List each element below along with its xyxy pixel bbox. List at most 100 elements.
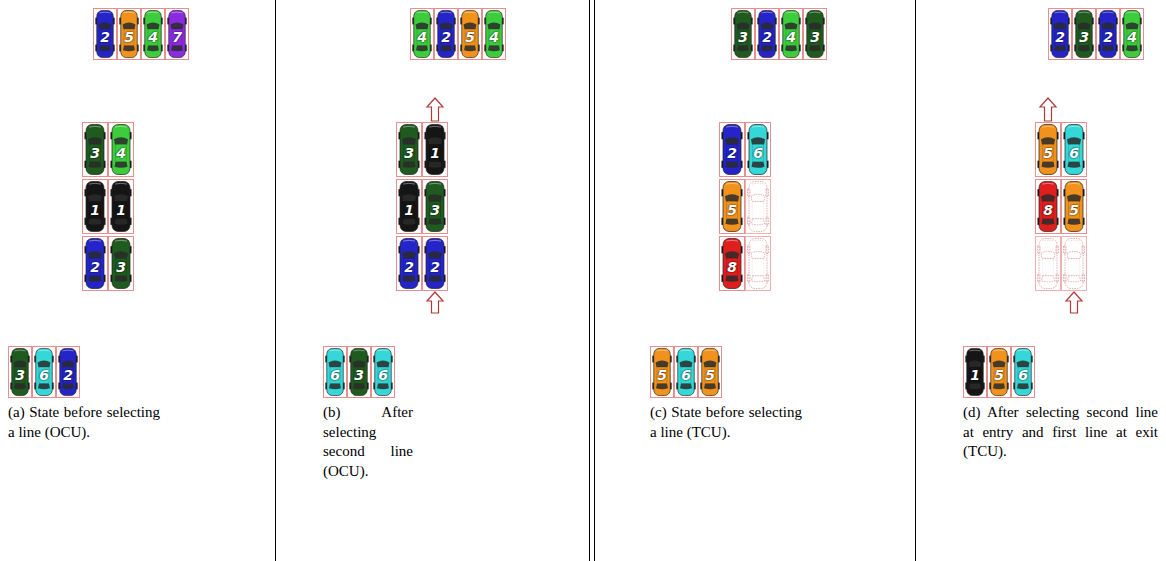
subfigure-caption: (b) After selecting second line (OCU). xyxy=(323,403,413,481)
car-number: 1 xyxy=(116,203,126,217)
car-number: 2 xyxy=(1055,30,1065,44)
car-number: 3 xyxy=(116,260,126,274)
car: 2 xyxy=(1096,8,1120,60)
car: 4 xyxy=(141,8,165,60)
car: 6 xyxy=(1011,346,1035,398)
car: 3 xyxy=(82,122,108,177)
car-number: 4 xyxy=(417,30,427,44)
ghost-car xyxy=(1062,237,1086,290)
car-number: 1 xyxy=(404,203,414,217)
car: 8 xyxy=(1035,179,1061,234)
car: 4 xyxy=(1120,8,1144,60)
car: 2 xyxy=(396,236,422,291)
car-number: 3 xyxy=(430,203,440,217)
car: 3 xyxy=(8,346,32,398)
car: 5 xyxy=(719,179,745,234)
car: 4 xyxy=(779,8,803,60)
empty-slot xyxy=(745,179,771,234)
car: 6 xyxy=(745,122,771,177)
car: 6 xyxy=(371,346,395,398)
ghost-car xyxy=(1036,237,1060,290)
car: 4 xyxy=(410,8,434,60)
car-number: 8 xyxy=(727,260,737,274)
car-number: 3 xyxy=(404,146,414,160)
car-number: 3 xyxy=(354,368,364,382)
subfigure-caption: (d) After selecting second line at entry… xyxy=(963,403,1158,462)
car: 2 xyxy=(93,8,117,60)
car-number: 5 xyxy=(994,368,1004,382)
car-number: 3 xyxy=(810,30,820,44)
direction-arrow xyxy=(427,292,443,313)
car: 2 xyxy=(755,8,779,60)
car-number: 4 xyxy=(489,30,499,44)
car-number: 2 xyxy=(430,260,440,274)
car-number: 5 xyxy=(124,30,134,44)
car-number: 2 xyxy=(63,368,73,382)
car-number: 4 xyxy=(116,146,126,160)
car-number: 6 xyxy=(378,368,388,382)
car: 8 xyxy=(719,236,745,291)
car-number: 2 xyxy=(727,146,737,160)
car-number: 6 xyxy=(1018,368,1028,382)
car: 7 xyxy=(165,8,189,60)
car: 3 xyxy=(731,8,755,60)
car: 1 xyxy=(108,179,134,234)
car-number: 3 xyxy=(15,368,25,382)
car: 3 xyxy=(803,8,827,60)
car: 1 xyxy=(422,122,448,177)
car-number: 5 xyxy=(705,368,715,382)
direction-arrow xyxy=(1066,292,1082,313)
car-number: 6 xyxy=(681,368,691,382)
car-number: 2 xyxy=(762,30,772,44)
car: 2 xyxy=(56,346,80,398)
empty-slot xyxy=(745,236,771,291)
car-number: 2 xyxy=(404,260,414,274)
car: 2 xyxy=(434,8,458,60)
car: 5 xyxy=(1035,122,1061,177)
empty-slot xyxy=(1035,236,1061,291)
car-number: 7 xyxy=(172,30,182,44)
car: 1 xyxy=(396,179,422,234)
car-number: 3 xyxy=(1079,30,1089,44)
car-number: 4 xyxy=(148,30,158,44)
subfigure-caption: (a) State before selecting a line (OCU). xyxy=(8,403,160,442)
car-number: 4 xyxy=(786,30,796,44)
empty-slot xyxy=(1061,236,1087,291)
car-number: 6 xyxy=(330,368,340,382)
car: 3 xyxy=(422,179,448,234)
car-number: 4 xyxy=(1127,30,1137,44)
car: 6 xyxy=(674,346,698,398)
car-number: 2 xyxy=(1103,30,1113,44)
car-number: 1 xyxy=(430,146,440,160)
car: 6 xyxy=(32,346,56,398)
car-number: 6 xyxy=(753,146,763,160)
ghost-car xyxy=(746,237,770,290)
car-number: 1 xyxy=(90,203,100,217)
car: 6 xyxy=(323,346,347,398)
car: 1 xyxy=(82,179,108,234)
car-number: 8 xyxy=(1043,203,1053,217)
car-number: 3 xyxy=(738,30,748,44)
car: 5 xyxy=(1061,179,1087,234)
direction-arrow xyxy=(1040,98,1056,121)
subfigure-caption: (c) State before selecting a line (TCU). xyxy=(650,403,802,442)
car: 1 xyxy=(963,346,987,398)
direction-arrow xyxy=(427,98,443,121)
car-number: 6 xyxy=(39,368,49,382)
car-number: 1 xyxy=(970,368,980,382)
car: 2 xyxy=(422,236,448,291)
car: 3 xyxy=(108,236,134,291)
car: 3 xyxy=(396,122,422,177)
car: 2 xyxy=(719,122,745,177)
car-number: 5 xyxy=(657,368,667,382)
car-number: 5 xyxy=(1069,203,1079,217)
car-number: 2 xyxy=(441,30,451,44)
car-number: 5 xyxy=(727,203,737,217)
car: 5 xyxy=(698,346,722,398)
car: 5 xyxy=(117,8,141,60)
car: 3 xyxy=(347,346,371,398)
car: 6 xyxy=(1061,122,1087,177)
car: 5 xyxy=(650,346,674,398)
car: 4 xyxy=(108,122,134,177)
